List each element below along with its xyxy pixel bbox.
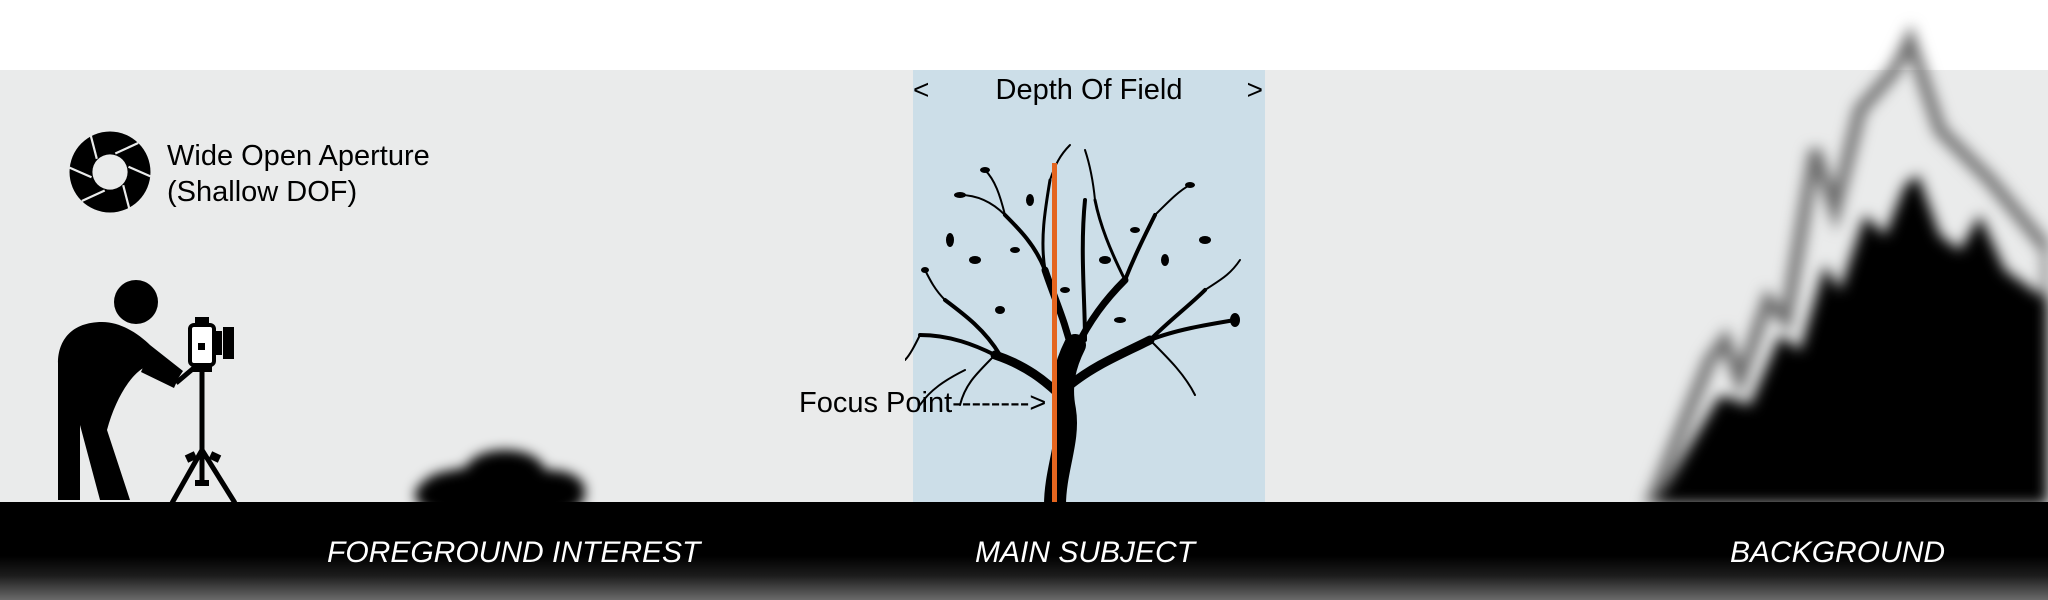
aperture-label-line2: (Shallow DOF) [167,176,358,208]
dof-left-arrow: < [913,74,930,105]
focus-plane-line [1052,163,1057,503]
tree-icon [905,144,1241,505]
photographer-icon [58,280,238,505]
focus-point-label: Focus Point--------> [799,387,1047,419]
camera-tripod-icon [169,317,238,505]
dof-right-arrow: > [1246,74,1263,105]
zone-label-background: BACKGROUND [1730,536,1946,569]
ground-band [0,502,2048,600]
dof-label: Depth Of Field [995,74,1183,106]
aperture-label-line1: Wide Open Aperture [167,140,430,172]
depth-of-field-zone [913,70,1265,502]
mountain-silhouette [1643,24,2048,505]
zone-label-foreground: FOREGROUND INTEREST [327,536,701,569]
top-margin [0,0,2048,70]
zone-label-main-subject: MAIN SUBJECT [975,536,1196,569]
aperture-icon [69,131,151,213]
aperture-label: Wide Open Aperture (Shallow DOF) [167,138,430,210]
depth-of-field-header: < Depth Of Field > [913,72,1265,112]
